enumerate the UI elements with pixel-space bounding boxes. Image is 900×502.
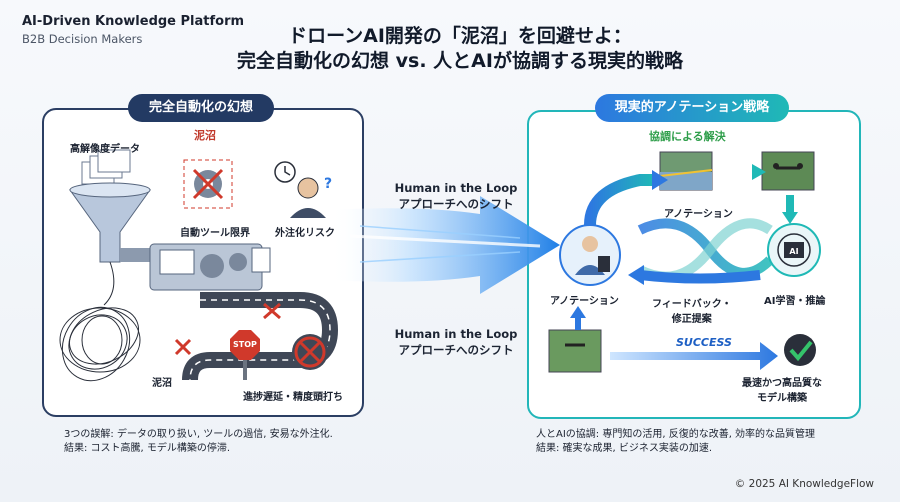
- ai-chip-label: AI: [789, 247, 798, 256]
- right-note-line1: 人とAIの協調: 専門知の活用, 反復的な改善, 効率的な品質管理: [536, 429, 816, 440]
- data-label: 高解像度データ: [70, 144, 140, 155]
- left-note-line2: 結果: コスト高騰, モデル構築の停滞.: [64, 443, 231, 454]
- stop-text: STOP: [233, 340, 257, 349]
- outsource-risk-icon: ?: [274, 161, 332, 218]
- right-section-label: 協調による解決: [649, 130, 726, 143]
- annotator-icon: [559, 224, 621, 286]
- shift-text-top: Human in the Loop アプローチへのシフト: [378, 180, 534, 212]
- feedback-line1: フィードバック・: [652, 299, 732, 310]
- delay-label: 進捗遅延・精度頭打ち: [243, 392, 343, 403]
- field-photo: [548, 329, 602, 373]
- brand-block: AI-Driven Knowledge Platform B2B Decisio…: [22, 14, 244, 46]
- success-label: SUCCESS: [676, 336, 732, 349]
- page-title: ドローンAI開発の「泥沼」を回避せよ： 完全自動化の幻想 vs. 人とAIが協調…: [200, 24, 720, 74]
- shift-text-bottom-line1: Human in the Loop: [394, 327, 518, 341]
- outcome-line1: 最速かつ高品質な: [742, 378, 822, 389]
- shift-text-top-line1: Human in the Loop: [394, 181, 518, 195]
- annotation-left-label: アノテーション: [550, 296, 619, 307]
- outcome-line2: モデル構築: [757, 393, 807, 404]
- left-note-line1: 3つの誤解: データの取り扱い, ツールの過信, 安易な外注化.: [64, 429, 333, 440]
- right-panel-pill: 現実的アノテーション戦略: [595, 94, 789, 122]
- no-entry-icon: [292, 334, 328, 370]
- shift-text-top-line2: アプローチへのシフト: [398, 197, 514, 211]
- bridge-photo: [659, 151, 713, 191]
- shift-text-bottom-line2: アプローチへのシフト: [398, 343, 514, 357]
- machinery-icon: [120, 243, 271, 291]
- stop-sign-icon: [230, 330, 260, 380]
- annotation-top-label: アノテーション: [664, 209, 733, 220]
- left-panel-pill: 完全自動化の幻想: [128, 94, 274, 122]
- tool-limit-label: 自動ツール限界: [180, 228, 250, 239]
- ai-brain-icon: [767, 223, 821, 277]
- svg-text:?: ?: [324, 176, 332, 192]
- drone-photo: [761, 151, 815, 191]
- left-section-label: 泥沼: [194, 129, 216, 142]
- cycle-arrows: [570, 164, 798, 330]
- broken-gear-icon: [183, 159, 233, 209]
- funnel-icon: [69, 149, 151, 263]
- brand-subtitle: B2B Decision Makers: [22, 32, 143, 46]
- shift-text-bottom: Human in the Loop アプローチへのシフト: [378, 326, 534, 358]
- quagmire-label: 泥沼: [152, 378, 172, 389]
- check-icon: [784, 334, 816, 366]
- shift-arrow: [330, 196, 560, 294]
- outcome-label: 最速かつ高品質な モデル構築: [742, 374, 822, 404]
- copyright: © 2025 AI KnowledgeFlow: [734, 478, 874, 490]
- success-arrow: [610, 342, 778, 370]
- brand-name: AI-Driven Knowledge Platform: [22, 14, 245, 29]
- feedback-line2: 修正提案: [671, 314, 712, 325]
- left-note: 3つの誤解: データの取り扱い, ツールの過信, 安易な外注化. 結果: コスト…: [64, 428, 333, 456]
- ai-learning-label: AI学習・推論: [764, 296, 826, 307]
- right-note-line2: 結果: 確実な成果, ビジネス実装の加速.: [536, 443, 713, 454]
- right-note: 人とAIの協調: 専門知の活用, 反復的な改善, 効率的な品質管理 結果: 確実…: [536, 428, 815, 456]
- feedback-label: フィードバック・ 修正提案: [652, 295, 732, 325]
- title-line-1: ドローンAI開発の「泥沼」を回避せよ：: [288, 25, 632, 47]
- tangle-icon: [59, 261, 141, 382]
- outsource-label: 外注化リスク: [275, 228, 335, 239]
- title-line-2: 完全自動化の幻想 vs. 人とAIが協調する現実的戦略: [237, 50, 683, 72]
